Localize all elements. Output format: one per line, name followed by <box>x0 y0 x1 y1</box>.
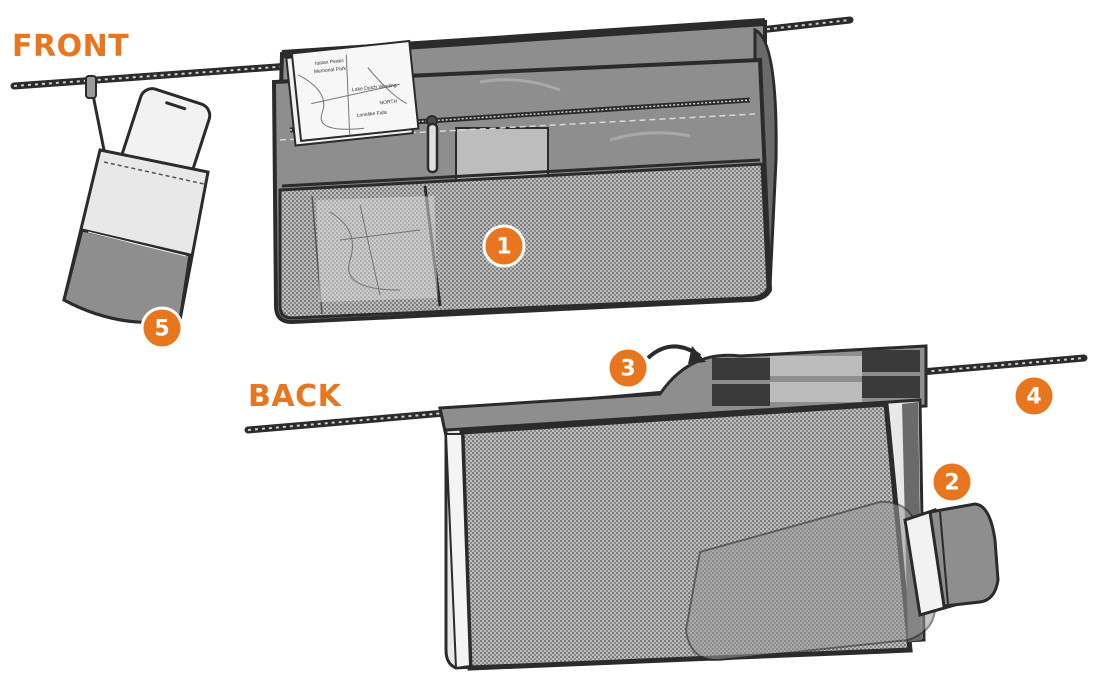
trail-map: Italian Peaks Memorial Park Lake Dutch W… <box>285 39 420 147</box>
velcro-strip <box>862 376 920 398</box>
map-falls-label: Lonelike Falls <box>356 110 388 119</box>
fabric-fold <box>479 78 561 92</box>
badge-1: 1 <box>482 224 526 268</box>
fabric-fold <box>609 131 691 142</box>
badge-5-label: 5 <box>154 317 169 342</box>
water-bottle-icon <box>684 500 1000 662</box>
map-north-label: NORTH <box>379 99 398 107</box>
back-label: BACK <box>248 379 343 414</box>
velcro-strip <box>712 384 770 406</box>
fold-arrowhead-icon <box>688 346 706 364</box>
zipper-pull-icon <box>426 115 439 174</box>
front-label: FRONT <box>12 29 129 64</box>
badge-5: 5 <box>140 306 184 350</box>
badge-3-label: 3 <box>620 357 635 382</box>
rope-front <box>10 16 854 90</box>
map-route-label: Lake Dutch Winding <box>352 83 397 94</box>
badge-2-label: 2 <box>944 471 959 496</box>
velcro-strip <box>712 358 770 380</box>
map-title-line1: Italian Peaks <box>315 58 345 67</box>
velcro-strip <box>862 350 920 372</box>
badge-2: 2 <box>930 460 974 504</box>
back-organizer <box>438 344 1000 671</box>
cord-lock-icon <box>85 75 97 99</box>
badge-4: 4 <box>1012 374 1056 418</box>
badge-1-label: 1 <box>496 235 511 260</box>
id-window <box>455 127 549 181</box>
badge-4-label: 4 <box>1026 385 1041 410</box>
map-title-line2: Memorial Park <box>314 66 347 75</box>
badge-3: 3 <box>606 346 650 390</box>
phone-pouch <box>62 75 212 324</box>
